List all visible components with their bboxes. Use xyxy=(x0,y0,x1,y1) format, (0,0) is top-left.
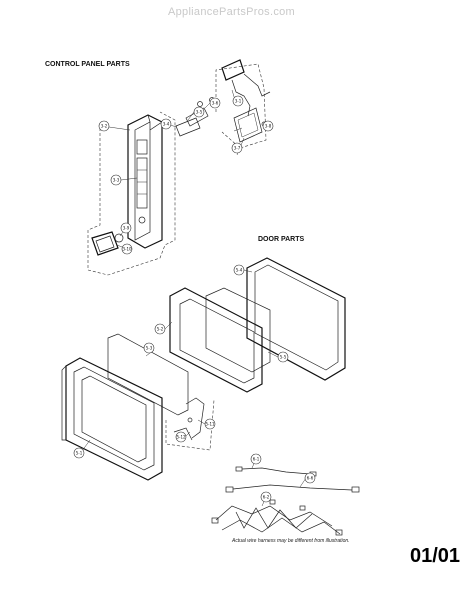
wire-harness-6-1 xyxy=(235,466,317,477)
svg-text:3-9: 3-9 xyxy=(123,226,130,231)
svg-text:3-2: 3-2 xyxy=(101,124,108,129)
callout-3-9: 3-9 xyxy=(120,222,132,234)
module-group-outline xyxy=(215,63,267,149)
callout-leaders xyxy=(81,89,307,507)
svg-text:5-12: 5-12 xyxy=(176,435,186,440)
callout-5-3: 5-3 xyxy=(143,342,155,354)
harness-note: Actual wire harness may be different fro… xyxy=(232,538,350,544)
callout-3-2: 3-2 xyxy=(98,120,110,132)
callout-3-4: 3-4 xyxy=(160,118,172,130)
choke-cover xyxy=(246,257,346,381)
door-latch xyxy=(173,397,205,441)
callout-5-11: 5-11 xyxy=(204,418,216,430)
svg-text:3-1: 3-1 xyxy=(235,99,242,104)
svg-text:6-1: 6-1 xyxy=(253,457,260,462)
callout-6-2: 6-2 xyxy=(260,491,272,503)
callout-6-6: 6-6 xyxy=(304,472,316,484)
wire-harness-6-2 xyxy=(211,499,343,536)
svg-text:3-6: 3-6 xyxy=(212,101,219,106)
svg-text:3-10: 3-10 xyxy=(122,247,132,252)
svg-text:6-2: 6-2 xyxy=(263,495,270,500)
wire-harness-6-6 xyxy=(225,484,360,493)
door-inner-panel xyxy=(107,333,189,416)
watermark: AppliancePartsPros.com xyxy=(167,6,296,18)
control-panel-title: CONTROL PANEL PARTS xyxy=(45,61,130,68)
svg-text:3-7: 3-7 xyxy=(234,146,241,151)
door-parts-title: DOOR PARTS xyxy=(258,236,305,243)
control-panel-group-outline xyxy=(87,111,176,276)
door-frame xyxy=(169,287,263,393)
svg-text:6-6: 6-6 xyxy=(307,476,314,481)
door-button xyxy=(91,231,124,256)
control-panel-housing xyxy=(127,114,163,249)
door-screen xyxy=(205,287,271,373)
callout-3-5: 3-5 xyxy=(193,106,205,118)
callout-3-1: 3-1 xyxy=(232,95,244,107)
svg-text:3-3: 3-3 xyxy=(113,178,120,183)
svg-text:5-1: 5-1 xyxy=(76,451,83,456)
callout-5-4: 5-4 xyxy=(233,264,245,276)
svg-text:3-8: 3-8 xyxy=(265,124,272,129)
callout-3-6: 3-6 xyxy=(209,97,221,109)
door-assembly xyxy=(61,357,163,481)
callout-3-8: 3-8 xyxy=(262,120,274,132)
latch-group-outline xyxy=(165,399,215,451)
svg-text:3-4: 3-4 xyxy=(163,122,170,127)
svg-text:5-3: 5-3 xyxy=(146,346,153,351)
svg-text:3-5: 3-5 xyxy=(196,110,203,115)
callout-5-12: 5-12 xyxy=(175,431,187,443)
svg-text:5-11: 5-11 xyxy=(205,422,215,427)
svg-text:5-2: 5-2 xyxy=(157,327,164,332)
callout-5-5: 5-5 xyxy=(277,351,289,363)
control-module xyxy=(221,59,271,143)
svg-text:5-4: 5-4 xyxy=(236,268,243,273)
callout-3-3: 3-3 xyxy=(110,174,122,186)
callout-3-7: 3-7 xyxy=(231,142,243,154)
callout-5-1: 5-1 xyxy=(73,447,85,459)
page-number: 01/01 xyxy=(410,545,461,567)
switch-assembly xyxy=(175,97,215,137)
callout-5-2: 5-2 xyxy=(154,323,166,335)
callout-3-10: 3-10 xyxy=(121,243,133,255)
svg-text:5-5: 5-5 xyxy=(280,355,287,360)
callout-6-1: 6-1 xyxy=(250,453,262,465)
